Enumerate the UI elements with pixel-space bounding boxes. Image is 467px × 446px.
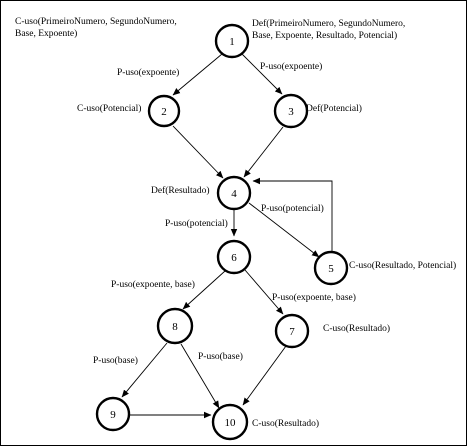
node-6: 6 [216, 239, 252, 275]
node-3-def: Def(Potencial) [306, 103, 362, 114]
node-7: 7 [274, 313, 310, 349]
edge-8-9 [121, 342, 168, 398]
node-8-label: 8 [172, 321, 178, 333]
edge-8-9-puso: P-uso(base) [93, 355, 138, 366]
node-2-label: 2 [161, 106, 167, 118]
edge-6-7 [244, 269, 284, 315]
edge-1-2 [172, 53, 223, 96]
node-5-cuso: C-uso(Resultado, Potencial) [349, 260, 456, 271]
node-8: 8 [156, 307, 194, 345]
node-4: 4 [216, 175, 252, 211]
node-1-def-line2: Base, Expoente, Resultado, Potencial) [252, 30, 397, 41]
edge-1-2-puso: P-uso(expoente) [117, 67, 179, 78]
node-5: 5 [313, 250, 349, 286]
edge-4-5-puso: P-uso(potencial) [261, 203, 324, 214]
edge-8-10-puso: P-uso(base) [198, 351, 243, 362]
edge-4-5 [248, 202, 320, 258]
node-1: 1 [214, 23, 250, 59]
node-1-cuso-line2: Base, Expoente) [15, 28, 77, 39]
edge-7-10 [242, 345, 287, 406]
node-5-label: 5 [328, 263, 334, 275]
node-3-label: 3 [288, 106, 294, 118]
node-1-cuso-line1: C-uso(PrimeiroNumero, SegundoNumero, [15, 16, 177, 27]
node-7-label: 7 [289, 326, 295, 338]
node-10-label: 10 [225, 417, 237, 429]
edge-3-4 [243, 126, 284, 178]
edge-8-10 [180, 343, 220, 409]
node-4-def: Def(Resultado) [151, 185, 210, 196]
node-9: 9 [95, 396, 131, 432]
node-3: 3 [273, 93, 309, 129]
edges [121, 53, 333, 419]
node-4-label: 4 [231, 188, 237, 200]
node-2: 2 [147, 94, 181, 128]
edge-2-4 [172, 125, 224, 179]
edge-6-8-puso: P-uso(expoente, base) [111, 279, 195, 290]
node-10: 10 [211, 403, 249, 441]
edge-1-3 [241, 53, 283, 95]
edge-5-4 [252, 177, 333, 253]
node-2-cuso: C-uso(Potencial) [77, 103, 141, 114]
edge-6-7-puso: P-uso(expoente, base) [272, 292, 356, 303]
node-1-label: 1 [229, 36, 235, 48]
node-7-cuso: C-uso(Resultado) [323, 323, 390, 334]
annotations: C-uso(PrimeiroNumero, SegundoNumero, Bas… [15, 16, 456, 429]
edge-6-8 [182, 270, 226, 310]
edge-1-3-puso: P-uso(expoente) [260, 61, 322, 72]
node-10-cuso: C-uso(Resultado) [252, 418, 319, 429]
edge-4-6-puso: P-uso(potencial) [165, 218, 228, 229]
node-6-label: 6 [231, 252, 237, 264]
node-9-label: 9 [110, 409, 116, 421]
node-1-def-line1: Def(PrimeiroNumero, SegundoNumero, [252, 18, 405, 29]
